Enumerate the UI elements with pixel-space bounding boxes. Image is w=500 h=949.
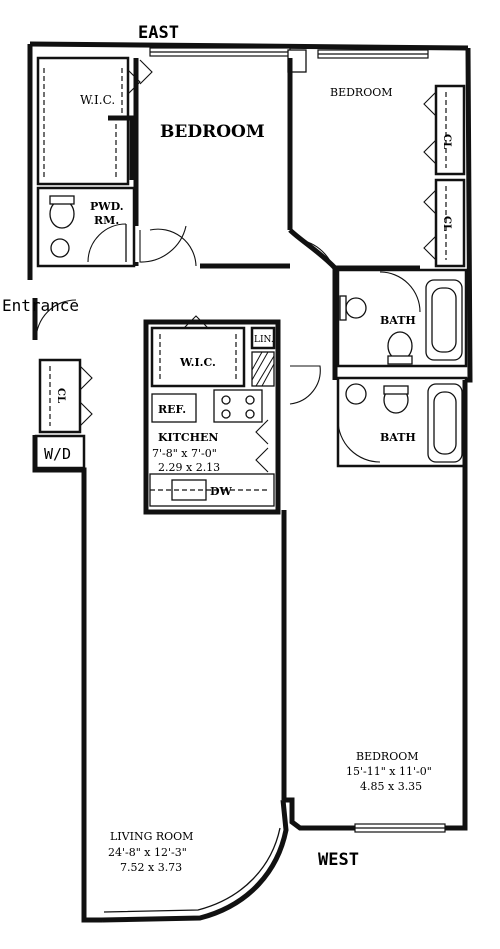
- bedroom-main-walls: [133, 58, 293, 269]
- compass-west: WEST: [318, 850, 359, 870]
- compass-east: EAST: [138, 23, 179, 43]
- bath-2: [289, 365, 468, 468]
- living-room-walls: [275, 380, 287, 800]
- bedroom-ne-label: BEDROOM: [330, 86, 393, 99]
- powder-room: [36, 186, 136, 268]
- ref-label: REF.: [158, 403, 186, 416]
- entrance-area: [34, 299, 93, 470]
- living-room-name: LIVING ROOM: [110, 830, 193, 843]
- dw-label: DW: [210, 485, 233, 498]
- bath-1: [336, 268, 468, 368]
- kitchen-name: KITCHEN: [158, 431, 218, 444]
- cl-left-label: CL: [55, 388, 66, 403]
- kitchen-dims-metric: 2.29 x 2.13: [158, 461, 220, 474]
- east-windows: [149, 47, 429, 73]
- hall-walls: [288, 228, 420, 380]
- bath-2-label: BATH: [380, 431, 416, 444]
- bedroom-w-name: BEDROOM: [356, 750, 419, 763]
- bedroom-w-dims-metric: 4.85 x 3.35: [360, 780, 422, 793]
- living-room-dims-imperial: 24'-8" x 12'-3": [108, 846, 187, 859]
- living-room-dims-metric: 7.52 x 3.73: [120, 861, 182, 874]
- ne-closets: [423, 84, 466, 268]
- wic-top-label: W.I.C.: [80, 93, 115, 107]
- cl-right-label-2: CL: [441, 216, 452, 231]
- pwd-rm-label-1: PWD.: [90, 200, 124, 213]
- cl-right-label-1: CL: [441, 134, 452, 149]
- west-windows: [103, 823, 446, 913]
- lin-label: LIN.: [254, 335, 274, 345]
- kitchen-block: [143, 315, 281, 515]
- bedroom-w-dims-imperial: 15'-11" x 11'-0": [346, 765, 432, 778]
- entrance-label: Entrance: [2, 296, 79, 315]
- bedroom-main-label: BEDROOM: [160, 122, 265, 142]
- wic-kitchen-label: W.I.C.: [179, 356, 216, 369]
- wd-label: W/D: [44, 445, 71, 463]
- bath-1-label: BATH: [380, 314, 416, 327]
- kitchen-dims-imperial: 7'-8" x 7'-0": [152, 447, 217, 460]
- pwd-rm-label-2: RM.: [94, 214, 119, 227]
- top-wic: [36, 56, 141, 186]
